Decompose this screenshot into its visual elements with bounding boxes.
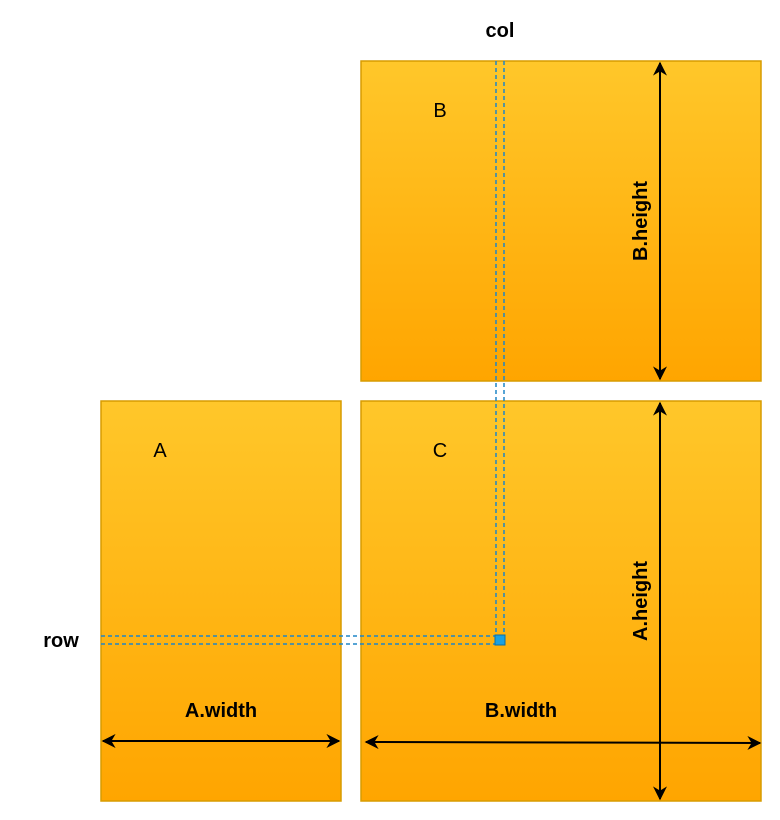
- b-width-arrow: [364, 735, 762, 750]
- a-width-label: A.width: [185, 700, 257, 722]
- matrix-c-label: C: [433, 440, 447, 462]
- matrix-b-block: [360, 60, 762, 382]
- a-height-label: A.height: [630, 561, 652, 641]
- b-width-label: B.width: [485, 700, 557, 722]
- matrix-c-block: [360, 400, 762, 802]
- b-height-label: B.height: [630, 181, 652, 261]
- intersection-marker: [494, 634, 506, 646]
- col-label: col: [486, 20, 515, 42]
- matrix-a-label: A: [153, 440, 167, 462]
- row-label: row: [43, 630, 79, 652]
- matrix-b-label: B: [433, 100, 446, 122]
